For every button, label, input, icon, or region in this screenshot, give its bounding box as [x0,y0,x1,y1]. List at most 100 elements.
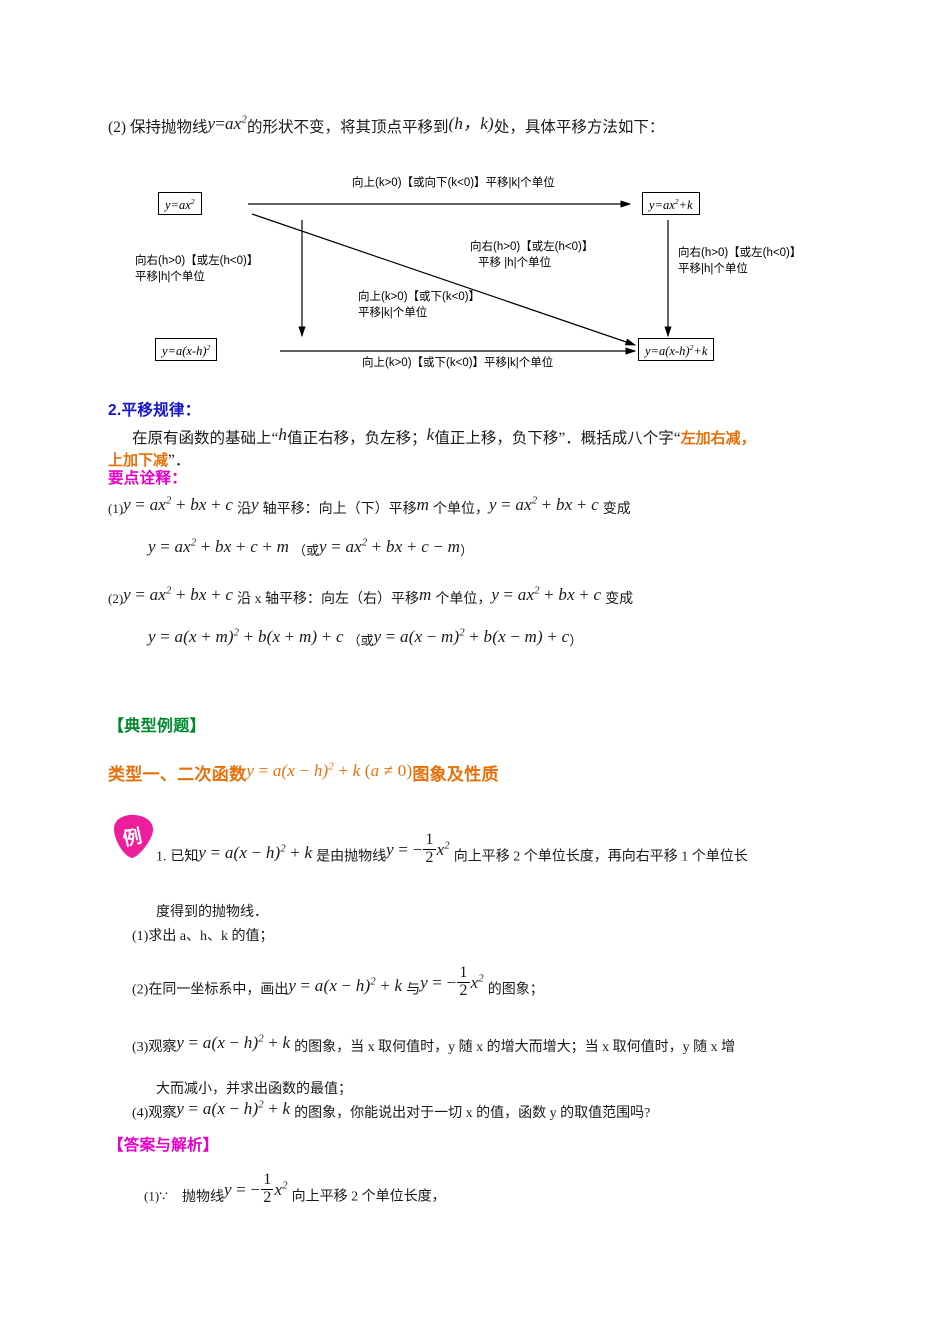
example-q3-part-2: 的图象，当 x 取何值时，y 随 x 的增大而增大；当 x 取何值时，y 随 x… [294,1039,736,1055]
key-point-2-formula-a: y = ax2 + bx + c [123,585,234,604]
answer-marker: (1) [144,1188,160,1204]
example-stem-line2: 度得到的抛物线． [156,904,268,920]
key-point-1-text-3: 个单位， [432,502,489,517]
key-point-2-formula-b: y = ax2 + bx + c [491,585,602,604]
examples-header: 【典型例题】 [108,718,206,735]
key-point-2-line2: y = a(x + m)2 + b(x + m) + c （或y = a(x −… [108,627,868,650]
answer-text-1: 抛物线 [181,1189,224,1205]
example-q3-part-1: (3)观察 [132,1039,177,1055]
example-q3-part-3: 大而减小，并求出函数的最值； [156,1081,352,1097]
answer-header: 【答案与解析】 [108,1137,219,1154]
key-point-2-text-3: 个单位， [435,592,492,607]
example-question-1: (1)求出 a、h、k 的值； [132,928,274,944]
diagram-box-bottom-left: y=a(x-h)2 [155,338,218,362]
key-point-1-var-m: m [416,495,430,514]
key-point-2-text-4: 变成 [605,592,634,607]
translation-flow-diagram: y=ax2 y=ax2+k y=a(x-h)2 y=a(x-h)2+k 向上(k… [130,177,830,378]
diagram-label-middle-2: 平移|k|个单位 [358,307,428,319]
diagram-label-right-1: 向右(h>0)【或左(h<0)】 [678,247,802,259]
key-point-1-formula-b: y = ax2 + bx + c [488,495,599,514]
example-stem-text-1: 已知 [170,849,199,865]
diagram-arrows [248,200,672,355]
type-heading-formula: y = a(x − h)2 + k (a ≠ 0) [246,761,413,780]
example-question-4: (4)观察y = a(x − h)2 + k 的图象，你能说出对于一切 x 的值… [108,1098,868,1122]
section2-var-h: h [278,425,288,444]
example-question-3: (3)观察y = a(x − h)2 + k 的图象，当 x 取何值时，y 随 … [108,1032,868,1056]
answer-header-block: 【答案与解析】 [108,1133,868,1155]
diagram-label-top: 向上(k>0)【或向下(k<0)】平移|k|个单位 [352,177,555,189]
diagram-box-bottom-right: y=a(x-h)2+k [638,338,715,362]
key-point-2-alt-suffix: ） [569,633,583,648]
section2-highlight-2: 上加下减 [108,452,169,469]
key-point-1-alt-suffix: ） [460,543,474,558]
key-point-1-marker: (1) [108,501,124,516]
type-heading-block: 类型一、二次函数y = a(x − h)2 + k (a ≠ 0)图象及性质 [108,760,868,785]
answer-text-2: 向上平移 2 个单位长度， [291,1189,446,1205]
key-points-section: 要点诠释： (1)y = ax2 + bx + c 沿y 轴平移：向上（下）平移… [108,466,868,650]
key-point-1-text-2: 轴平移：向上（下）平移 [262,502,417,517]
key-point-2-text-1: 沿 x 轴平移：向左（右）平移 [236,592,419,607]
section2-body-part4: ”． [168,452,191,469]
key-point-2-alt: y = a(x − m)2 + b(x − m) + c [373,627,570,646]
diagram-label-right-2: 平移|h|个单位 [678,263,748,275]
diagram-box-top-left: y=ax2 [158,192,202,216]
key-point-2-line1: (2)y = ax2 + bx + c 沿 x 轴平移：向左（右）平移m 个单位… [108,585,868,608]
key-point-1-var-y: y [250,495,259,514]
intro-formula-1: y=ax2 [207,114,247,133]
example-stem-formula-1: y = a(x − h)2 + k [198,842,313,862]
example-q4-part-1: (4)观察 [132,1105,177,1121]
section2-var-k: k [426,425,435,444]
intro-formula-2: (h，k) [448,114,494,133]
diagram-box-top-right: y=ax2+k [642,192,700,216]
intro-marker: (2) [108,119,127,136]
example-number: 1. [156,849,167,865]
key-point-2-marker: (2) [108,591,124,606]
example-q3-formula: y = a(x − h)2 + k [176,1032,291,1052]
section2-body-line1: 在原有函数的基础上“h值正右移，负左移；k值正上移，负下移”．概括成八个字“左加… [108,425,868,448]
key-point-1-result: y = ax2 + bx + c + m [148,537,290,556]
key-point-1-alt: y = ax2 + bx + c − m [319,537,461,556]
example-q4-formula: y = a(x − h)2 + k [176,1098,291,1118]
example-q2-part-2: 的图象； [487,982,544,998]
key-point-1-line1: (1)y = ax2 + bx + c 沿y 轴平移：向上（下）平移m 个单位，… [108,495,868,518]
section2-body-part1: 在原有函数的基础上“ [132,430,279,447]
key-point-1-text-4: 变成 [602,502,631,517]
intro-text-after: 处，具体平移方法如下： [493,119,665,136]
key-points-heading: 要点诠释： [108,470,188,487]
intro-line: (2) 保持抛物线y=ax2的形状不变，将其顶点平移到(h，k)处，具体平移方法… [108,112,868,137]
example-badge-shape [114,814,154,858]
example-q4-part-2: 的图象，你能说出对于一切 x 的值，函数 y 的取值范围吗? [294,1105,651,1121]
type-heading-suffix: 图象及性质 [412,765,499,784]
diagram-label-diagonal-2: 平移 |h|个单位 [478,257,552,269]
example-q2-formula-1: y = a(x − h)2 + k [288,975,403,995]
diagram-label-left-2: 平移|h|个单位 [135,271,205,283]
key-point-2-result: y = a(x + m)2 + b(x + m) + c [148,627,344,646]
key-point-1-line2: y = ax2 + bx + c + m （或y = ax2 + bx + c … [108,537,868,560]
example-q2-mid: 与 [406,982,421,998]
diagram-label-diagonal-1: 向右(h>0)【或左(h<0)】 [470,241,594,253]
section2-heading: 2.平移规律： [108,402,201,419]
intro-text-mid: 的形状不变，将其顶点平移到 [246,119,449,136]
diagram-label-bottom: 向上(k>0)【或下(k<0)】平移|k|个单位 [362,357,554,369]
example-badge: 例 [108,813,156,859]
example-stem-text-2: 是由抛物线 [316,849,387,865]
example-q2-part-1: (2)在同一坐标系中，画出 [132,982,289,998]
key-point-1-text-1: 沿 [236,502,251,517]
key-point-2-var-m: m [418,585,432,604]
key-point-1-alt-prefix: （或 [292,543,319,558]
key-point-2-alt-prefix: （或 [347,633,374,648]
example-stem-text-3: 向上平移 2 个单位长度，再向右平移 1 个单位长 [453,849,748,865]
intro-paragraph: (2) 保持抛物线y=ax2的形状不变，将其顶点平移到(h，k)处，具体平移方法… [108,112,868,137]
answer-because-symbol: ∵ [159,1189,169,1205]
intro-text-before: 保持抛物线 [129,119,208,136]
section2-body-line2: 上加下减”． [108,448,868,470]
key-point-1-formula-a: y = ax2 + bx + c [123,495,234,514]
